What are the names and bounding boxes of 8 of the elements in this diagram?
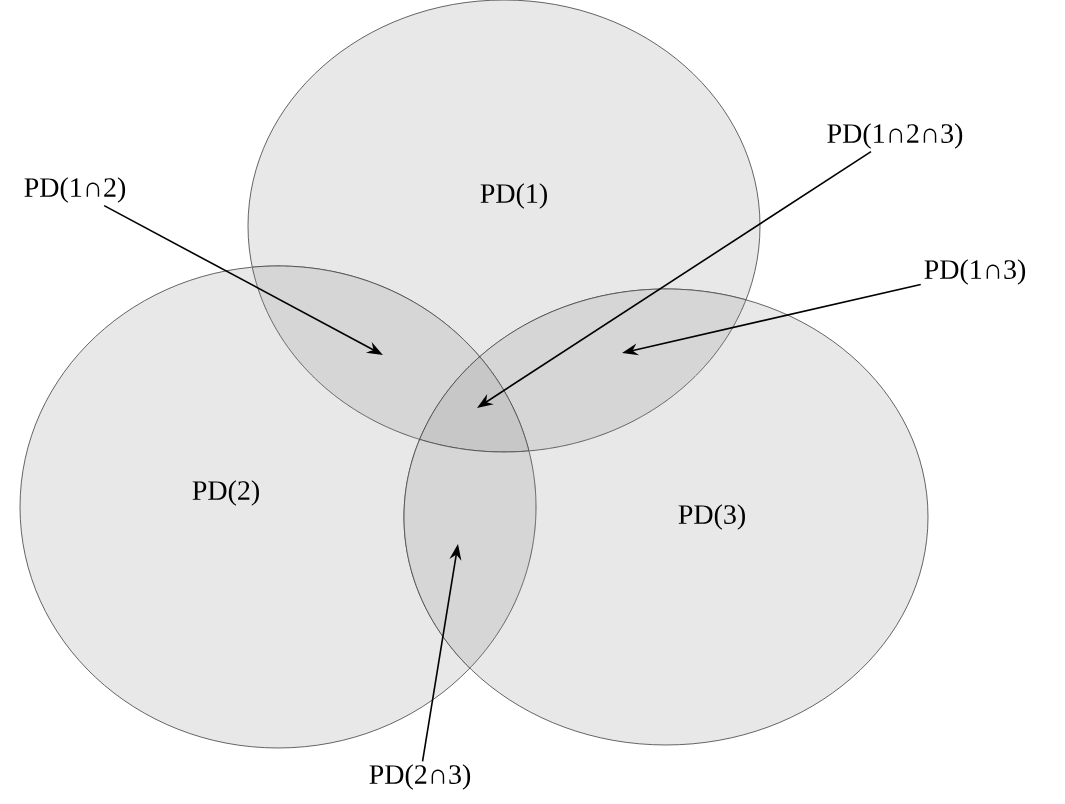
region-label: PD(1∩3): [924, 259, 1026, 285]
region-label: PD(1∩2): [24, 177, 126, 203]
overlap-region: [252, 265, 480, 440]
region-label: PD(2∩3): [369, 764, 471, 790]
overlap-region: [419, 356, 530, 453]
region-label: PD(1∩2∩3): [827, 123, 963, 149]
overlap-region: [403, 439, 537, 669]
overlap-region: [479, 288, 747, 452]
